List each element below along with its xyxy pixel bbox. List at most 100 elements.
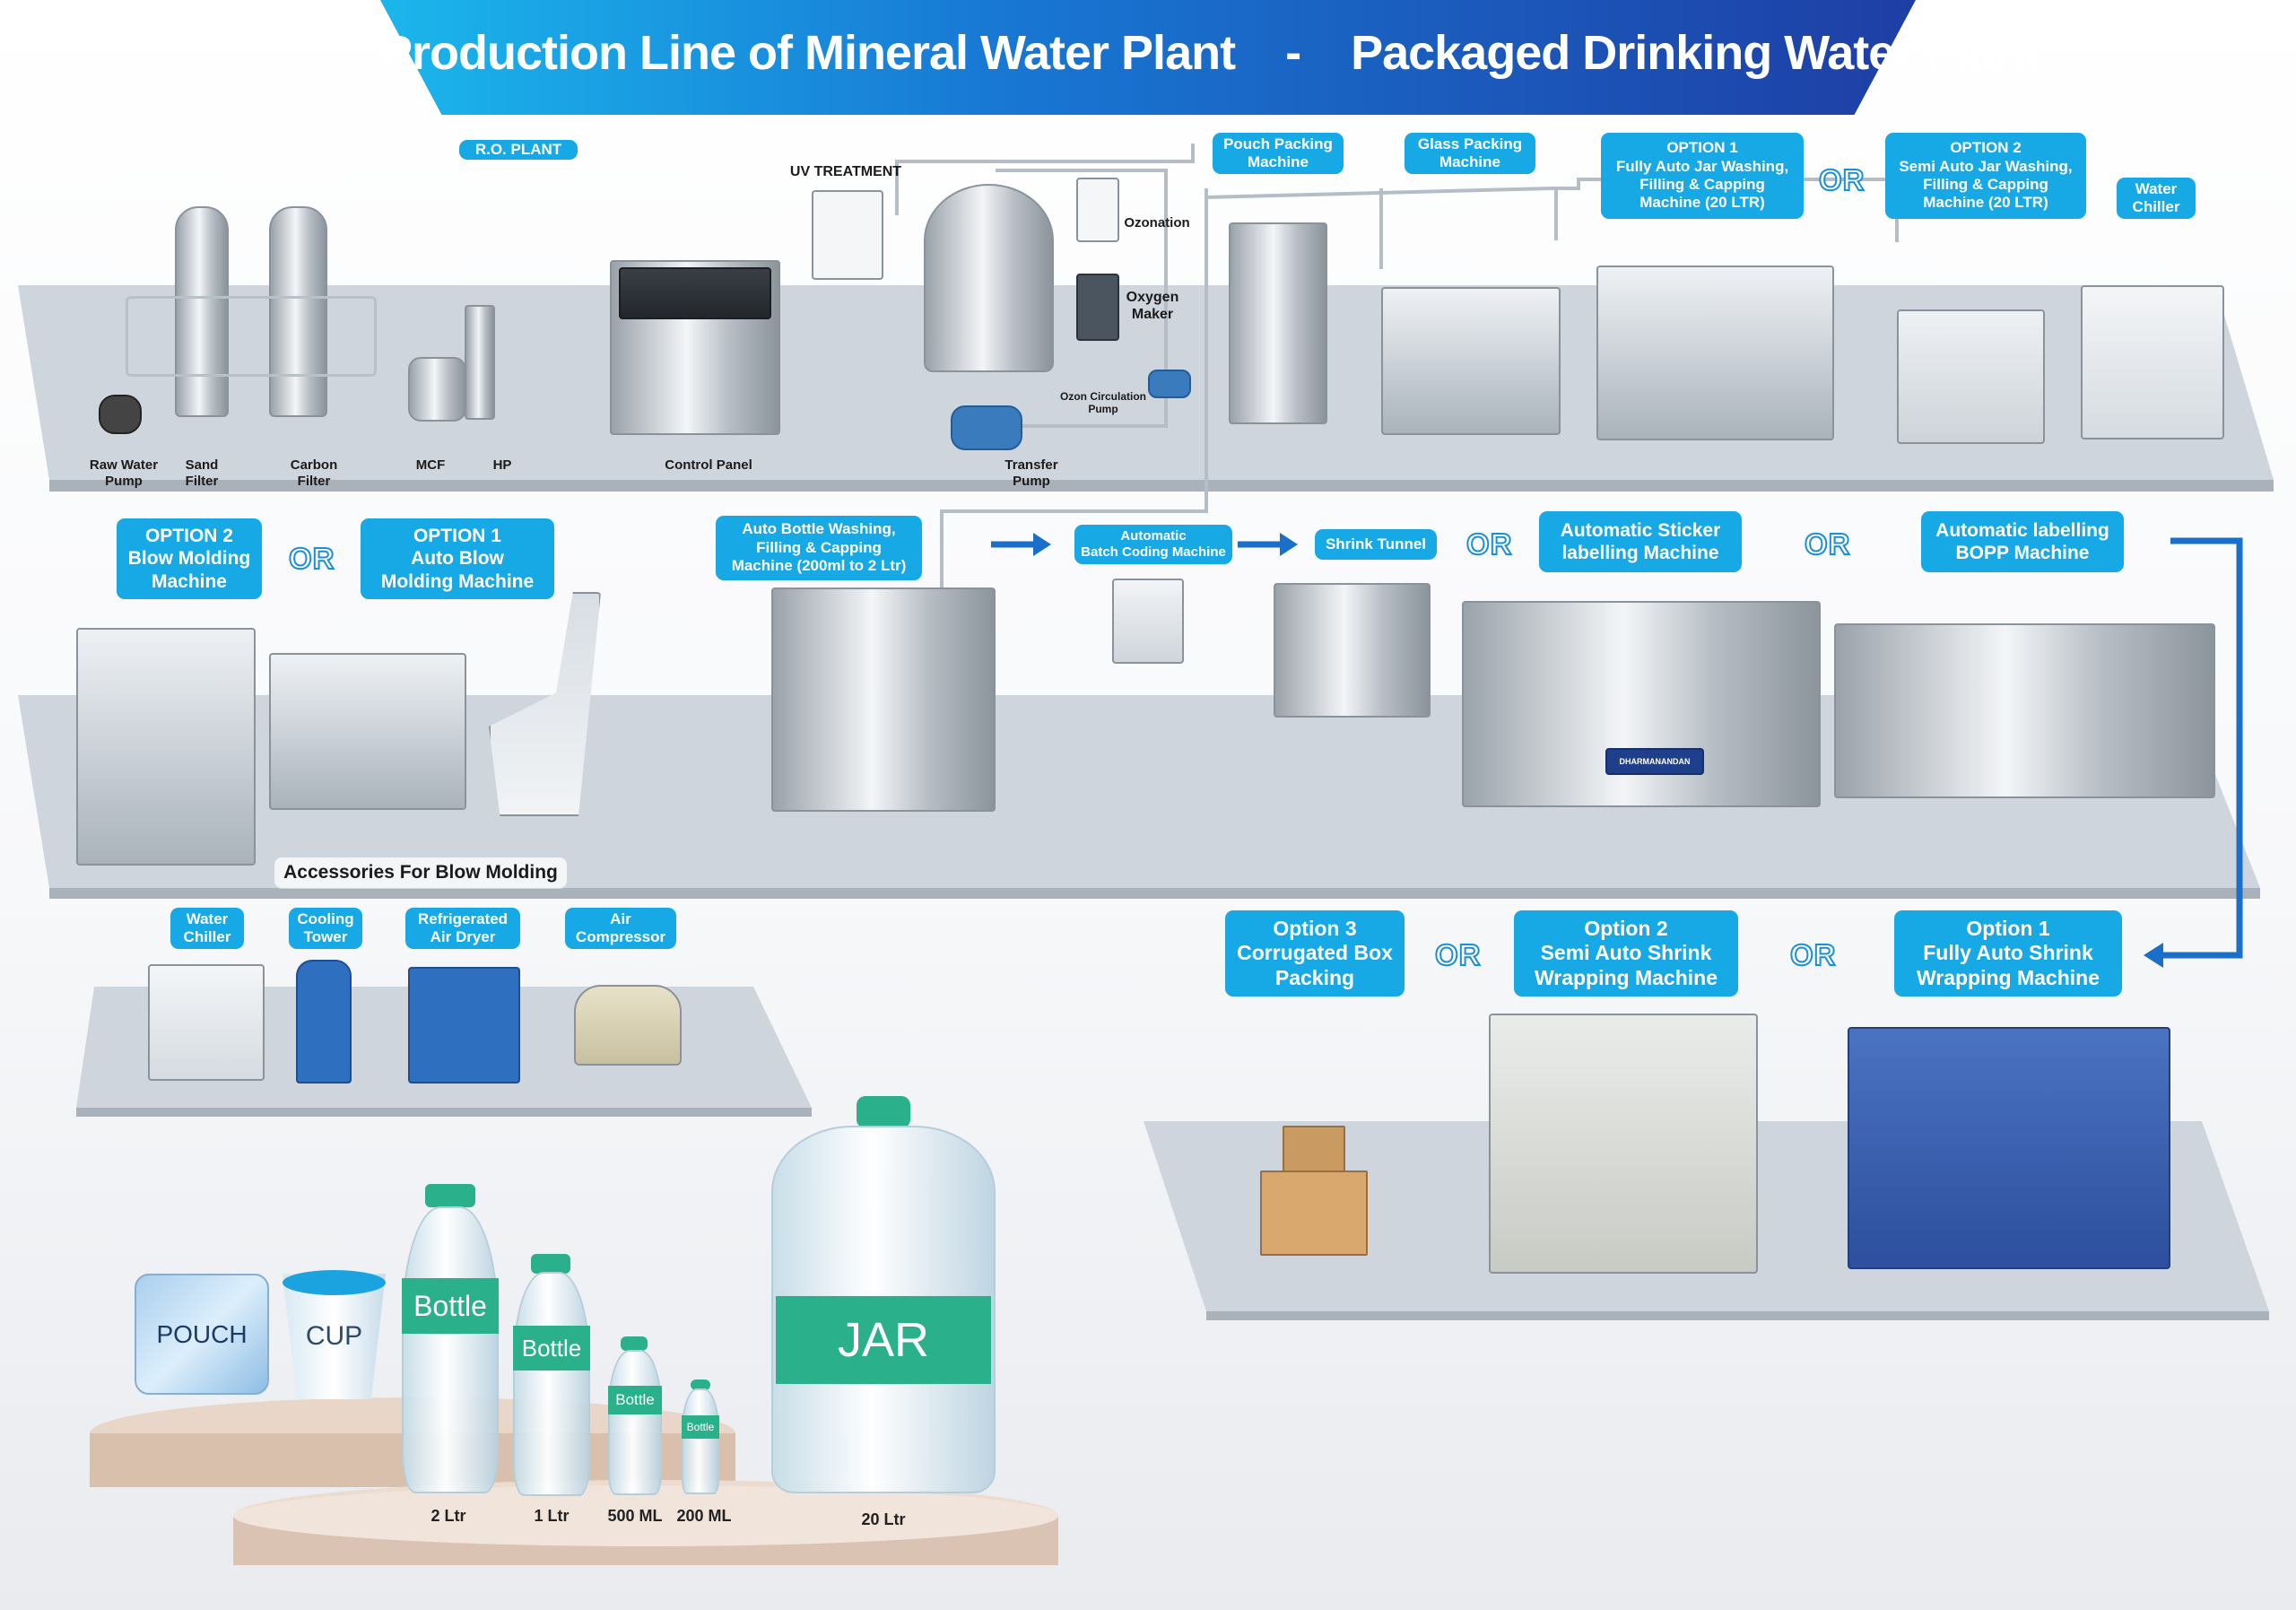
bottle-2l-cap xyxy=(425,1184,475,1207)
control-panel-screen xyxy=(619,267,771,319)
size-2l: 2 Ltr xyxy=(430,1507,466,1525)
platform-row3-edge xyxy=(1206,1311,2269,1320)
pouch-text: POUCH xyxy=(156,1319,248,1348)
jar-band: JAR xyxy=(776,1296,991,1384)
storage-tank-image xyxy=(924,184,1054,372)
bottle-500ml-cap xyxy=(621,1336,648,1351)
pouch-machine-image xyxy=(1229,222,1327,424)
accessories-label: Accessories For Blow Molding xyxy=(274,857,568,889)
page-title: Production Line of Mineral Water Plant -… xyxy=(380,26,2039,80)
bottle-2l xyxy=(402,1206,499,1493)
arrow-row2-c xyxy=(2152,537,2243,959)
brand-plate: DHARMANANDAN xyxy=(1605,748,1704,775)
cup-lid xyxy=(283,1270,386,1295)
jar-machine-auto-image xyxy=(1596,265,1834,440)
carbon-filter-image xyxy=(269,206,327,417)
arrow-head-b xyxy=(1280,533,1298,556)
packing-option1-label: Option 1 Fully Auto Shrink Wrapping Mach… xyxy=(1894,910,2122,996)
row2-or-a-text: OR xyxy=(1465,527,1513,561)
acc-water-chiller-label: Water Chiller xyxy=(170,908,244,949)
platform-accessories-edge xyxy=(76,1108,812,1117)
acc-cooling-tower-label: Cooling Tower xyxy=(289,908,362,949)
glass-packing-label: Glass Packing Machine xyxy=(1405,133,1535,174)
corrugated-box-top xyxy=(1283,1126,1345,1176)
ro-plant-label: R.O. PLANT xyxy=(459,140,578,160)
pipe-uv-tank xyxy=(895,144,1195,215)
blow-option2-label: OPTION 2 Blow Molding Machine xyxy=(117,518,262,599)
batch-coding-image xyxy=(1112,579,1184,664)
blow-molding-auto-image xyxy=(269,653,466,810)
platform-row1-edge xyxy=(49,480,2274,492)
caption-sand-filter: Sand Filter xyxy=(185,457,219,489)
jar-cap xyxy=(857,1096,910,1128)
auto-bottle-label: Auto Bottle Washing, Filling & Capping M… xyxy=(716,516,922,580)
pipe-tank-top xyxy=(996,169,1168,428)
auto-bottle-machine-image xyxy=(771,587,996,812)
bottle-1l xyxy=(513,1272,590,1496)
packing-option2-label: Option 2 Semi Auto Shrink Wrapping Machi… xyxy=(1514,910,1738,996)
caption-raw-water-pump: Raw Water Pump xyxy=(89,457,159,489)
bopp-labelling-image xyxy=(1834,623,2215,798)
mcf-image xyxy=(408,357,466,422)
jar-option1-label: OPTION 1 Fully Auto Jar Washing, Filling… xyxy=(1601,133,1804,219)
acc-air-dryer-image xyxy=(408,967,520,1083)
blow-molding-semi-image xyxy=(76,628,256,866)
bottle-1l-band: Bottle xyxy=(513,1326,590,1371)
arrow-head-c xyxy=(2144,943,2163,968)
ozon-pump-label: Ozon Circulation Pump xyxy=(1060,390,1146,416)
shrink-tunnel-label: Shrink Tunnel xyxy=(1315,529,1437,560)
bottle-200ml-band: Bottle xyxy=(682,1415,719,1439)
bottle-2l-band: Bottle xyxy=(402,1278,499,1334)
bottle-500ml xyxy=(608,1350,662,1495)
size-200ml: 200 ML xyxy=(676,1507,732,1525)
acc-air-compressor-label: Air Compressor xyxy=(565,908,676,949)
platform-row2-edge xyxy=(49,888,2260,899)
blow-option1-label: OPTION 1 Auto Blow Molding Machine xyxy=(361,518,554,599)
caption-hp: HP xyxy=(492,457,512,473)
pouch-packing-label: Pouch Packing Machine xyxy=(1213,133,1344,174)
size-500ml: 500 ML xyxy=(607,1507,663,1525)
ozone-pump-image xyxy=(1148,370,1191,398)
transfer-pump-image xyxy=(951,405,1022,450)
corrugated-box-bottom xyxy=(1260,1171,1368,1256)
auto-shrink-machine-image xyxy=(1848,1027,2170,1269)
jar-machine-semi-image xyxy=(1897,309,2045,444)
acc-air-dryer-label: Refrigerated Air Dryer xyxy=(405,908,520,949)
bottle-200ml xyxy=(682,1388,719,1494)
bottle-1l-cap xyxy=(531,1254,570,1274)
pipe-to-row2 xyxy=(940,197,1208,592)
filter-piping xyxy=(126,296,377,377)
uv-treatment-label: UV TREATMENT xyxy=(789,164,902,179)
semi-shrink-machine-image xyxy=(1489,1014,1758,1274)
water-chiller-row1-image xyxy=(2081,285,2224,439)
oxygen-maker-image xyxy=(1076,274,1119,341)
pouch-product: POUCH xyxy=(135,1274,269,1395)
sticker-labelling-label: Automatic Sticker labelling Machine xyxy=(1539,511,1742,572)
cup-text: CUP xyxy=(305,1321,363,1351)
acc-cooling-tower-image xyxy=(296,960,352,1083)
row2-or-b-text: OR xyxy=(1804,527,1851,561)
blow-or-text: OR xyxy=(288,541,335,576)
glass-machine-image xyxy=(1381,287,1561,435)
acc-air-compressor-image xyxy=(574,985,682,1066)
bottle-200ml-cap xyxy=(691,1379,710,1390)
row3-or-b-text: OR xyxy=(1789,937,1837,972)
row3-or-a-text: OR xyxy=(1434,937,1482,972)
title-banner xyxy=(380,0,1916,115)
shrink-tunnel-image xyxy=(1274,583,1431,718)
oxygen-maker-label: Oxygen Maker xyxy=(1126,290,1179,323)
size-1l: 1 Ltr xyxy=(534,1507,570,1525)
jar-or-text: OR xyxy=(1818,162,1866,197)
caption-mcf: MCF xyxy=(415,457,446,473)
arrow-head-a xyxy=(1033,533,1051,556)
bopp-labelling-label: Automatic labelling BOPP Machine xyxy=(1921,511,2124,572)
jar-option2-label: OPTION 2 Semi Auto Jar Washing, Filling … xyxy=(1885,133,2086,219)
water-chiller-row1-label: Water Chiller xyxy=(2117,178,2196,219)
caption-transfer-pump: Transfer Pump xyxy=(1004,457,1058,489)
caption-carbon-filter: Carbon Filter xyxy=(290,457,338,489)
packing-option3-label: Option 3 Corrugated Box Packing xyxy=(1225,910,1405,996)
ozonation-label: Ozonation xyxy=(1124,215,1190,231)
size-jar: 20 Ltr xyxy=(861,1510,906,1528)
batch-coding-label: Automatic Batch Coding Machine xyxy=(1074,525,1232,564)
